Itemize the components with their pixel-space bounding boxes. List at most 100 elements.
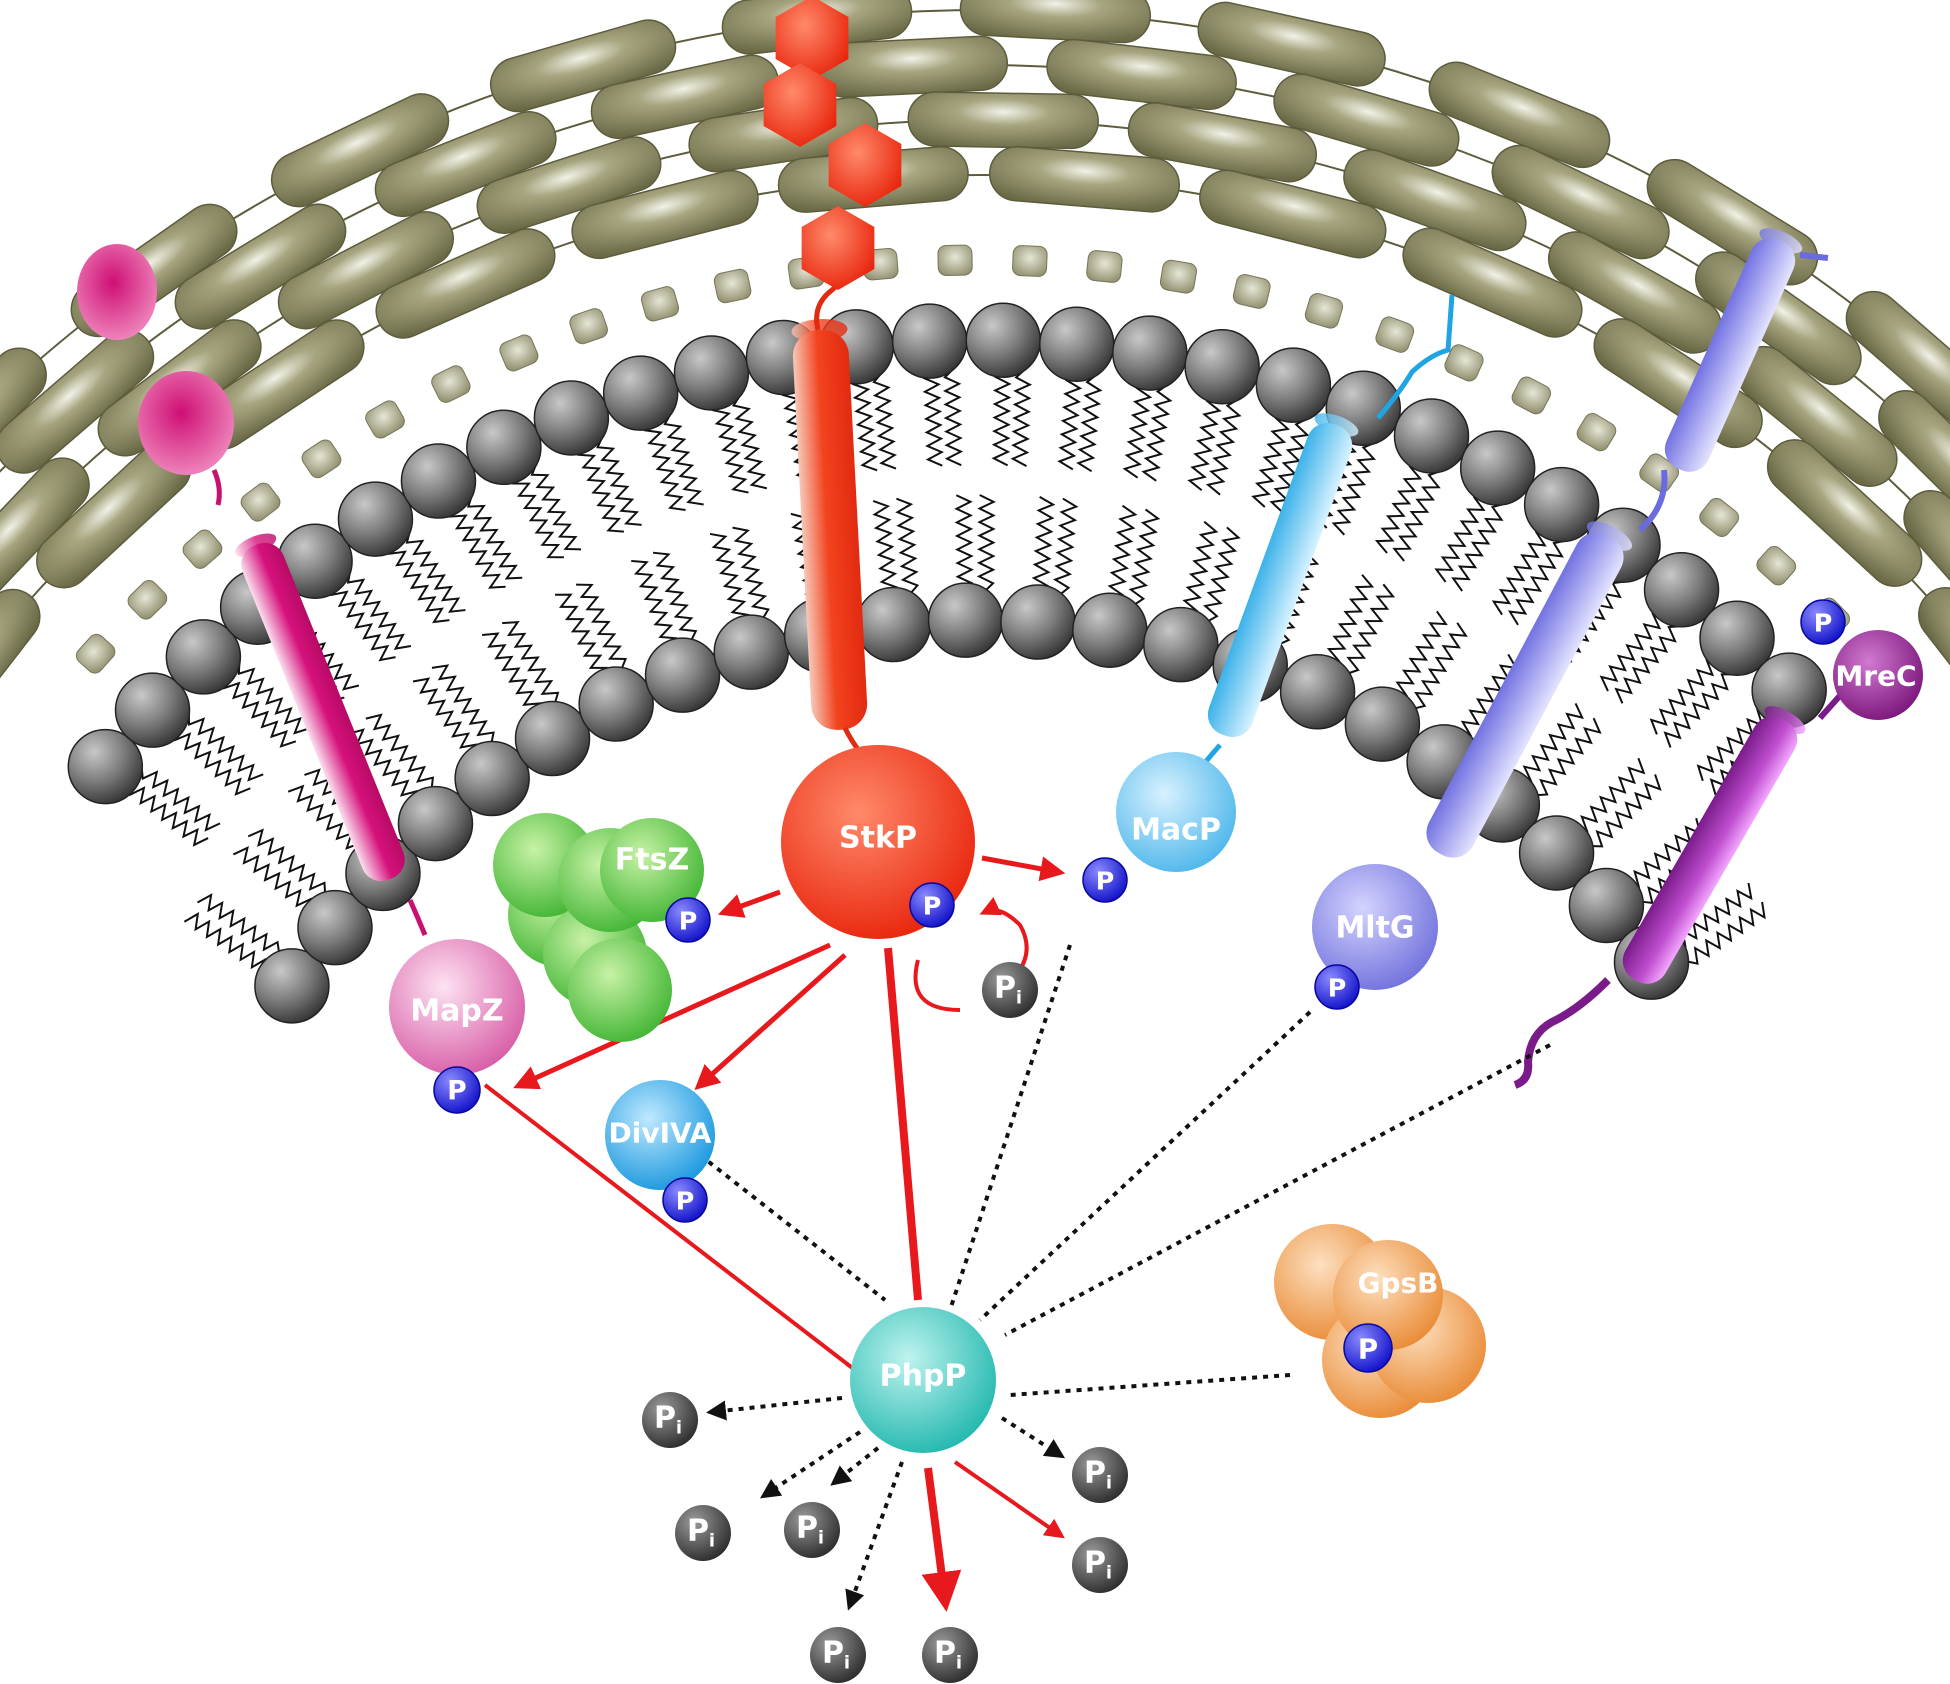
phosphate-label: P [923, 892, 942, 921]
lipid-tail [511, 474, 564, 559]
peptidoglycan-unit [959, 0, 1152, 44]
wall-teichoic-unit [640, 286, 680, 322]
phpp-release-arrow [830, 1446, 880, 1486]
divlva-protein [605, 1080, 715, 1190]
lipid-tail [1010, 370, 1033, 467]
wall-teichoic-unit [937, 244, 973, 276]
stkp-to-mapz-arrow [513, 942, 832, 1090]
wall-teichoic-unit [1375, 316, 1415, 353]
mapz-extracellular-domain [77, 244, 157, 340]
lipid-tail [347, 728, 418, 802]
lipid-tail [872, 500, 899, 596]
lipid-head-outer [67, 728, 144, 805]
phosphate-label: P [1096, 867, 1115, 896]
mrec-protein [1833, 630, 1923, 720]
lipid-tail [388, 544, 450, 624]
lipid-tail [1269, 419, 1310, 514]
lipid-head-outer [673, 335, 750, 411]
lipid-tail [1052, 497, 1079, 595]
phosphate-badge: P [665, 897, 711, 943]
lipid-tail [1107, 504, 1138, 602]
phpp-body [850, 1307, 996, 1453]
gpsb-protein [1333, 1240, 1443, 1350]
lipid-tail [942, 369, 964, 467]
lipid-head-inner [855, 586, 931, 663]
lipid-tail [346, 572, 412, 651]
macp-label: MacP [1131, 813, 1221, 848]
mapz-protein [389, 939, 525, 1075]
lipid-head-outer [1112, 315, 1188, 391]
wall-teichoic-unit [569, 308, 608, 345]
lipid-tail [1331, 442, 1377, 536]
phpp-mapz-link [483, 1083, 857, 1372]
lipid-tail [1414, 622, 1468, 710]
lipid-tail [652, 551, 698, 641]
lipid-head-outer [533, 380, 610, 456]
pi-label: P [654, 1401, 676, 1436]
wall-teichoic-unit [127, 579, 168, 620]
phpp-release-arrow [1000, 1416, 1066, 1459]
lipid-head-inner [1279, 654, 1356, 730]
gpsb-label: GpsB [1357, 1267, 1438, 1300]
divlva-body [605, 1080, 715, 1190]
stkp-pasta-domain [775, 0, 849, 80]
lipid-tail [1577, 757, 1646, 833]
pi-subscript: i [1106, 1473, 1112, 1494]
phosphate-badge: P [1314, 964, 1360, 1010]
wall-teichoic-unit [1304, 292, 1344, 329]
lipid-tail [1592, 774, 1662, 848]
lipid-tail [1491, 529, 1547, 616]
lipid-tail [1521, 702, 1584, 783]
lipid-tail [555, 593, 608, 678]
phosphate-label: P [679, 907, 698, 936]
pi-label: P [934, 1636, 956, 1671]
wall-teichoic-unit [182, 529, 223, 569]
lipid-head-outer [1523, 466, 1600, 543]
wall-teichoic-unit [1086, 250, 1123, 283]
lipid-tail [872, 373, 898, 470]
lipid-tail [1507, 540, 1564, 626]
lipid-tail [1203, 526, 1241, 622]
lipid-head-outer [1459, 430, 1536, 506]
wall-teichoic-unit [1639, 453, 1680, 493]
lipid-head-inner [578, 666, 654, 742]
peptidoglycan-unit [1845, 290, 1950, 436]
peptidoglycan-unit [1197, 1, 1386, 87]
wall-teichoic-unit [499, 334, 539, 372]
mapz-tm-helix [234, 533, 405, 882]
pi-label: P [1084, 1546, 1106, 1581]
peptidoglycan-unit [571, 169, 759, 260]
transmembrane-helices [77, 0, 1848, 1089]
lipid-tail [1031, 495, 1056, 593]
mapz-extracellular-domain [138, 371, 234, 475]
wall-teichoic-unit [1756, 545, 1797, 586]
lipid-head-outer [466, 409, 542, 486]
phpp-mltg-link [978, 1010, 1312, 1322]
peptidoglycan-unit [1199, 169, 1387, 259]
wall-teichoic-unit [1232, 274, 1271, 309]
phosphate-label: P [676, 1187, 695, 1216]
lipid-tail [1346, 583, 1396, 675]
lipid-tail [232, 846, 313, 909]
mapz-label: MapZ [410, 994, 503, 1029]
lipid-tail [1392, 471, 1441, 562]
phpp-release-arrow [759, 1430, 862, 1499]
peptidoglycan-unit [988, 145, 1180, 213]
lipid-tail [1251, 413, 1291, 508]
ftsz-subunit [568, 938, 672, 1042]
phosphate-label: P [1358, 1333, 1378, 1366]
ftsz-protein [600, 818, 704, 922]
lipid-tail [405, 532, 466, 613]
lipid-tail [1649, 659, 1717, 735]
phosphate-badge: P [433, 1066, 481, 1114]
wall-teichoic-unit [1511, 376, 1552, 415]
lipid-tail [1663, 673, 1732, 748]
lipid-tail [663, 415, 704, 506]
lipid-head-inner [297, 889, 373, 966]
